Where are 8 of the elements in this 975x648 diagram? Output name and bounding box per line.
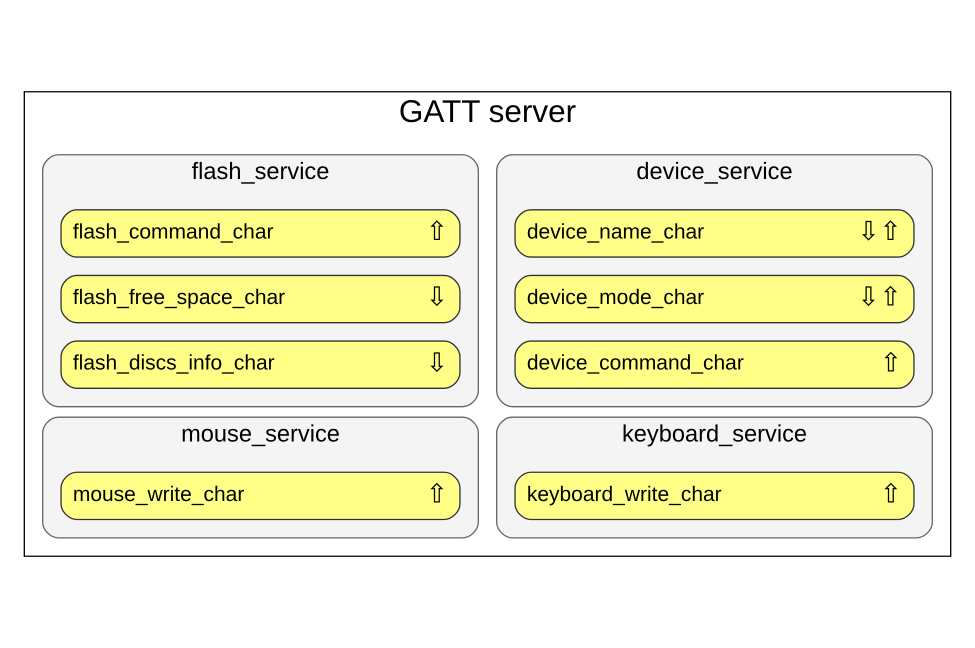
node-box: device_mode_char ⇩⇧ bbox=[514, 274, 915, 324]
node-box: device_name_char ⇩⇧ bbox=[514, 209, 915, 258]
node-box: keyboard_write_char ⇧ bbox=[514, 472, 915, 520]
node-box: mouse_write_char ⇧ bbox=[60, 472, 461, 520]
node-box: flash_free_space_char ⇩ bbox=[60, 274, 461, 324]
node-box: flash_discs_info_char ⇩ bbox=[60, 340, 461, 389]
node-box: flash_command_char ⇧ bbox=[60, 209, 461, 258]
node-box: device_command_char ⇧ bbox=[514, 340, 915, 389]
